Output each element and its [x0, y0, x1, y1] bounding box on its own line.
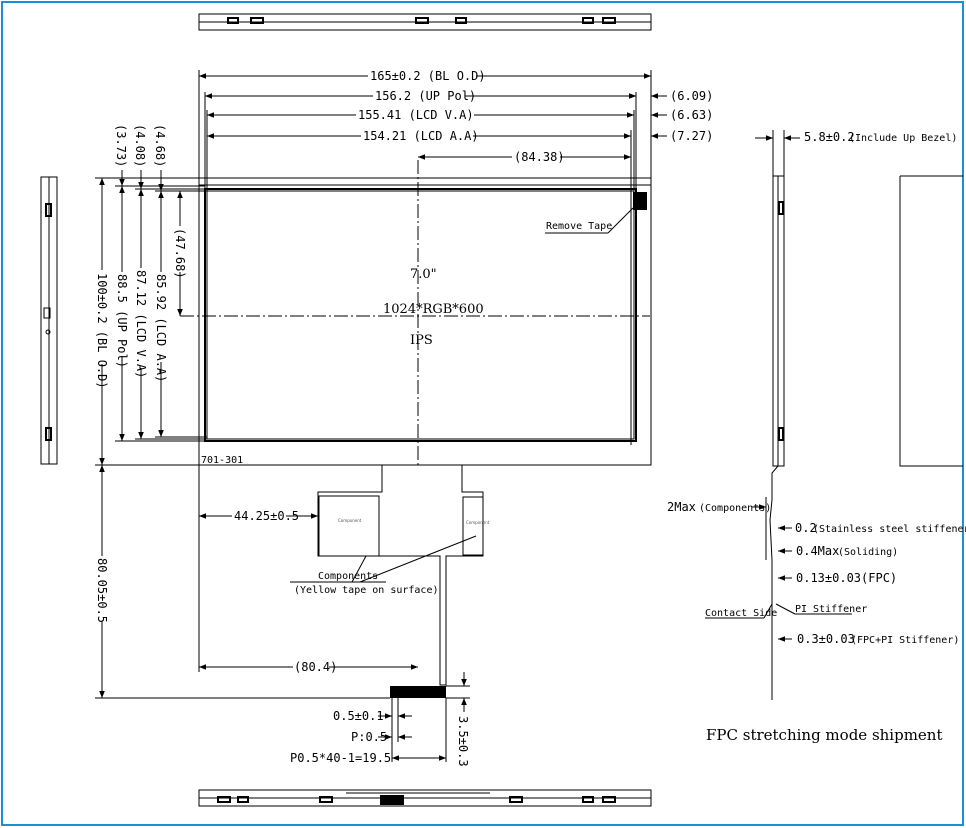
left-side-view	[40, 176, 58, 465]
panel-type: IPS	[410, 333, 433, 348]
front-view: Remove Tape 7.0" 1024*RGB*600 IPS 701-30…	[180, 160, 652, 698]
right-side-view: 5.8±0.2 (Include Up Bezel) 2Max (Compone…	[667, 130, 966, 744]
lcd-aa-height: 85.92 (LCD A.A)	[154, 274, 168, 382]
lcd-va-width: 155.41 (LCD V.A)	[358, 108, 474, 122]
top-side-view	[198, 13, 652, 31]
thickness-note: (Include Up Bezel)	[849, 133, 957, 144]
components-label: Components	[318, 571, 378, 582]
fpc-pi-dim: 0.3±0.03	[797, 632, 855, 646]
lcd-aa-outline	[204, 188, 637, 442]
up-pol-width: 156.2 (UP Pol)	[375, 89, 476, 103]
top-dimensions: 165±0.2 (BL O.D) 156.2 (UP Pol) 155.41 (…	[198, 68, 713, 191]
pitch-total-dim: P0.5*40-1=19.5	[290, 751, 391, 765]
part-number: 701-301	[201, 455, 243, 466]
lcd-va-height: 87.12 (LCD V.A)	[134, 270, 148, 378]
fpc-shipment-note: FPC stretching mode shipment	[706, 726, 942, 744]
thickness-dim: 5.8±0.2	[804, 130, 855, 144]
yellow-tape-label: (Yellow tape on surface)	[294, 585, 439, 596]
bl-outline	[198, 177, 652, 466]
stiffener-dim: 0.2	[795, 521, 817, 535]
chip-label: Component	[338, 518, 362, 523]
center-x-dim: (84.38)	[514, 150, 565, 164]
stiffener-note: (Stainless steel stiffener)	[813, 524, 966, 535]
max-components-dim: 2Max	[667, 500, 696, 514]
clip-mark	[227, 17, 239, 24]
remove-tape-label: Remove Tape	[546, 221, 612, 232]
fpc-outline	[317, 465, 484, 686]
max-components-note: (Components)	[699, 503, 771, 514]
fpc-connector	[390, 686, 446, 698]
solder-note: (Soliding)	[838, 547, 898, 558]
right-margin-727: (7.27)	[670, 129, 713, 143]
solder-dim: 0.4Max	[796, 544, 839, 558]
component-chip	[318, 495, 380, 557]
fpc-center-dim: (80.4)	[294, 660, 337, 674]
bottom-side-view	[198, 789, 652, 807]
fpc-offset-dim: 44.25±0.5	[234, 509, 299, 523]
right-margin-609: (6.09)	[670, 89, 713, 103]
bl-od-height: 100±0.2 (BL O.D)	[95, 273, 109, 389]
panel-size: 7.0"	[410, 267, 437, 282]
top-margin-468: (4.68)	[153, 124, 167, 167]
bl-od-width: 165±0.2 (BL O.D)	[370, 69, 486, 83]
chip-label-2: Component	[466, 520, 490, 525]
pi-stiffener-label: PI Stiffener	[795, 604, 867, 615]
remove-tape-mark	[633, 192, 647, 210]
top-margin-408: (4.08)	[133, 124, 147, 167]
contact-side-label: Contact Side	[705, 608, 777, 619]
fpc-pi-note: (FPC+PI Stiffener)	[851, 635, 959, 646]
lcd-aa-width: 154.21 (LCD A.A)	[363, 129, 479, 143]
pitch-dim: P:0.5	[351, 730, 387, 744]
left-dimensions: 100±0.2 (BL O.D) 88.5 (UP Pol) 87.12 (LC…	[95, 124, 390, 699]
pin-width-dim: 0.5±0.1	[333, 709, 384, 723]
center-y-dim: (47.68)	[173, 228, 187, 279]
top-margin-373: (3.73)	[114, 124, 128, 167]
up-pol-height: 88.5 (UP Pol)	[115, 274, 129, 368]
fpc-length-dim: 80.05±0.5	[95, 558, 109, 623]
right-margin-663: (6.63)	[670, 108, 713, 122]
fpc-dimensions: 44.25±0.5 (80.4) 3.5±0.3 0.5±0.1 P:0.5 P…	[198, 465, 470, 767]
fpc-thickness-dim: 0.13±0.03(FPC)	[796, 571, 897, 585]
tail-dim: 3.5±0.3	[456, 716, 470, 767]
panel-resolution: 1024*RGB*600	[383, 302, 484, 317]
